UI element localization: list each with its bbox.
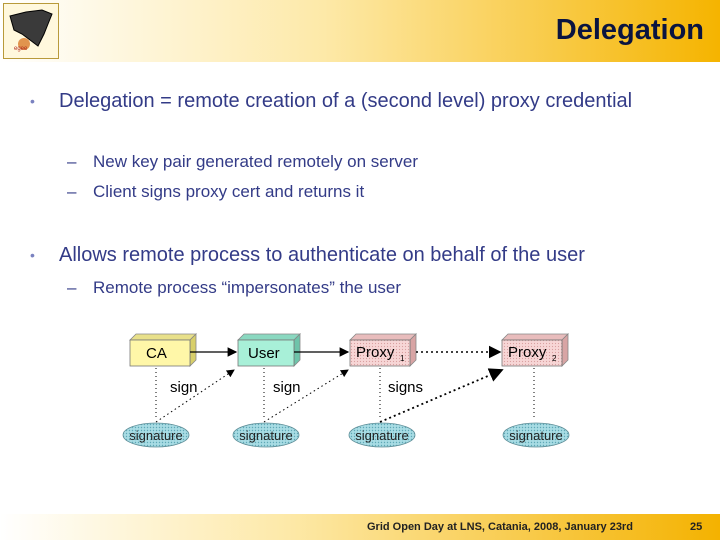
node-proxy-1-label: Proxy — [356, 344, 395, 361]
signature-4: signature — [502, 422, 570, 448]
edge-label-signs: signs — [388, 379, 423, 396]
edge-label-sign-2: sign — [273, 379, 301, 396]
bullet-marker: • — [30, 247, 35, 263]
bullet-text: Allows remote process to authenticate on… — [59, 244, 585, 266]
bullet-text: Delegation = remote creation of a (secon… — [59, 90, 633, 112]
node-ca: CA — [129, 333, 197, 367]
slide-title: Delegation — [555, 14, 704, 46]
signature-1: signature — [122, 422, 190, 448]
signature-2-label: signature — [239, 428, 292, 443]
signature-3-label: signature — [355, 428, 408, 443]
slide-footer: Grid Open Day at LNS, Catania, 2008, Jan… — [0, 514, 720, 540]
sub-bullet-marker: – — [67, 152, 77, 171]
sub-bullet-text: Client signs proxy cert and returns it — [93, 182, 365, 201]
node-ca-label: CA — [146, 345, 167, 362]
arrow-sign-2 — [263, 369, 349, 423]
signature-4-label: signature — [509, 428, 562, 443]
svg-text:egee: egee — [14, 46, 28, 52]
node-proxy-2: Proxy 2 — [501, 333, 569, 367]
slide-header: egee Delegation — [0, 0, 720, 62]
node-user-label: User — [248, 345, 280, 362]
edge-label-sign-1: sign — [170, 379, 198, 396]
footer-text: Grid Open Day at LNS, Catania, 2008, Jan… — [367, 521, 633, 533]
sub-bullet-text: New key pair generated remotely on serve… — [93, 152, 419, 171]
sub-bullet-marker: – — [67, 278, 77, 297]
arrow-sign-3 — [379, 368, 504, 423]
node-proxy-2-label: Proxy — [508, 344, 547, 361]
page-number: 25 — [690, 521, 703, 533]
bullet-marker: • — [30, 93, 35, 109]
node-proxy-1: Proxy 1 — [349, 333, 417, 367]
node-proxy-2-subscript: 2 — [552, 354, 557, 363]
sicily-map-logo: egee — [3, 3, 59, 59]
delegation-diagram: CA User Proxy 1 Proxy 2 — [110, 318, 590, 458]
signature-1-label: signature — [129, 428, 182, 443]
signature-2: signature — [232, 422, 300, 448]
signature-3: signature — [348, 422, 416, 448]
sub-bullet-marker: – — [67, 182, 77, 201]
node-proxy-1-subscript: 1 — [400, 354, 405, 363]
sub-bullet-text: Remote process “impersonates” the user — [93, 278, 402, 297]
node-user: User — [237, 333, 301, 367]
arrow-sign-1 — [155, 369, 235, 423]
